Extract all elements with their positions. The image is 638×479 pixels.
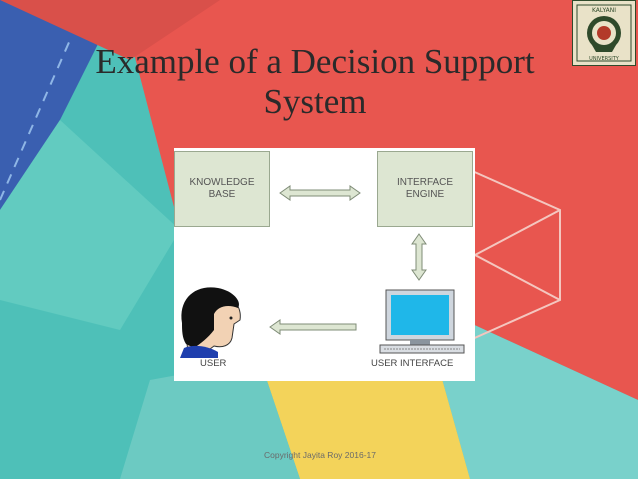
arrow-left bbox=[269, 319, 357, 335]
computer-monitor-icon bbox=[379, 289, 465, 354]
knowledge-base-box: KNOWLEDGE BASE bbox=[174, 151, 270, 227]
user-interface-label: USER INTERFACE bbox=[371, 358, 454, 369]
double-arrow-vertical bbox=[411, 233, 427, 281]
seal-top-text: KALYANI bbox=[592, 7, 616, 14]
user-head-icon bbox=[180, 287, 241, 358]
slide-title: Example of a Decision Support System bbox=[95, 42, 535, 121]
seal-bottom-text: UNIVERSITY bbox=[589, 56, 620, 62]
diagram-graphics bbox=[180, 185, 465, 358]
dss-diagram: KNOWLEDGE BASE INTERFACE ENGINE USER USE… bbox=[174, 148, 475, 381]
university-seal-icon: KALYANI UNIVERSITY bbox=[572, 0, 636, 66]
interface-engine-box: INTERFACE ENGINE bbox=[377, 151, 473, 227]
double-arrow-horizontal bbox=[279, 185, 361, 201]
copyright-footer: Copyright Jayita Roy 2016-17 bbox=[264, 450, 376, 460]
user-label: USER bbox=[200, 358, 227, 369]
